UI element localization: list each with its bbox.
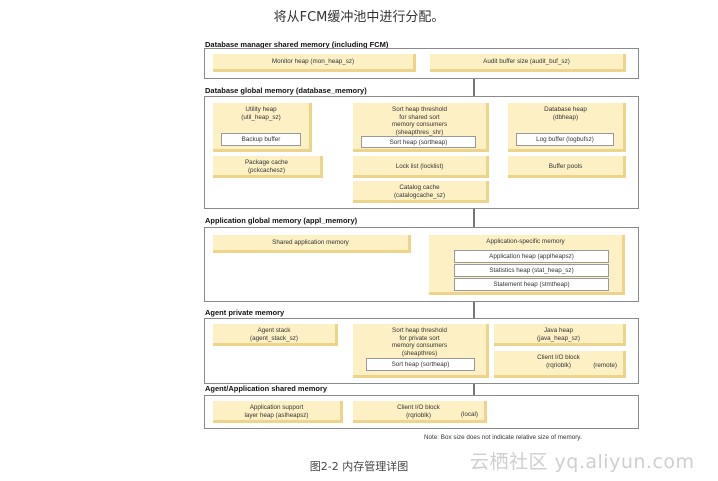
watermark: 云栖社区 yq.aliyun.com	[470, 451, 695, 473]
remote-tag: (remote)	[593, 362, 617, 369]
utility-heap-box: Utility heap (util_heap_sz) Backup buffe…	[213, 103, 312, 152]
lock-list-box: Lock list (locklist)	[353, 156, 489, 178]
connector-line	[473, 207, 475, 227]
connector-line	[473, 300, 475, 318]
section-title-agent: Agent private memory	[205, 308, 285, 317]
connector-line	[473, 78, 475, 96]
diagram-note: Note: Box size does not indicate relativ…	[424, 434, 582, 441]
statement-heap-box: Statement heap (stmtheap)	[454, 278, 609, 291]
shared-sort-heap-box: Sort heap (sortheap)	[361, 136, 476, 148]
monitor-heap-box: Monitor heap (mon_heap_sz)	[213, 54, 416, 72]
sort-heap-threshold-private-box: Sort heap threshold for private sort mem…	[353, 324, 489, 378]
section-title-aas: Agent/Application shared memory	[205, 384, 328, 393]
section-title-appg: Application global memory (appl_memory)	[205, 216, 358, 225]
application-heap-box: Application heap (applheapsz)	[454, 250, 609, 263]
figure-caption: 图2-2 内存管理详图	[309, 460, 409, 473]
application-specific-memory-box: Application-specific memory Application …	[429, 235, 625, 295]
audit-buffer-box: Audit buffer size (audit_buf_sz)	[430, 54, 626, 72]
statistics-heap-box: Statistics heap (stat_heap_sz)	[454, 264, 609, 277]
buffer-pools-box: Buffer pools	[508, 156, 626, 178]
connector-line	[473, 382, 475, 395]
database-heap-box: Database heap (dbheap) Log buffer (logbu…	[508, 103, 626, 152]
client-io-block-remote-box: Client I/O block (rqrioblk) (remote)	[494, 351, 626, 378]
sort-heap-threshold-shared-box: Sort heap threshold for shared sort memo…	[353, 103, 489, 152]
panel-appg: Shared application memory Application-sp…	[204, 227, 639, 302]
application-support-layer-heap-box: Application support layer heap (asIheaps…	[213, 401, 343, 423]
top-caption: 将从FCM缓冲池中进行分配。	[273, 10, 445, 25]
agent-stack-box: Agent stack (agent_stack_sz)	[213, 324, 338, 346]
java-heap-box: Java heap (java_heap_sz)	[494, 324, 626, 346]
private-sort-heap-box: Sort heap (sortheap)	[366, 358, 475, 371]
panel-agent: Agent stack (agent_stack_sz) Sort heap t…	[204, 318, 639, 384]
panel-dbg: Utility heap (util_heap_sz) Backup buffe…	[204, 96, 639, 209]
log-buffer-box: Log buffer (logbufsz)	[516, 133, 614, 146]
section-title-dbg: Database global memory (database_memory)	[205, 86, 367, 95]
panel-dbm: Monitor heap (mon_heap_sz) Audit buffer …	[204, 48, 639, 79]
backup-buffer-box: Backup buffer	[221, 133, 301, 146]
shared-application-memory-box: Shared application memory	[213, 235, 411, 253]
package-cache-box: Package cache (pckcachesz)	[213, 156, 323, 178]
section-title-dbm: Database manager shared memory (includin…	[205, 40, 389, 49]
catalog-cache-box: Catalog cache (catalogcache_sz)	[353, 181, 489, 203]
panel-aas: Application support layer heap (asIheaps…	[204, 395, 639, 429]
client-io-block-local-box: Client I/O block (rqrioblk) (local)	[353, 401, 487, 423]
local-tag: (local)	[460, 411, 478, 418]
